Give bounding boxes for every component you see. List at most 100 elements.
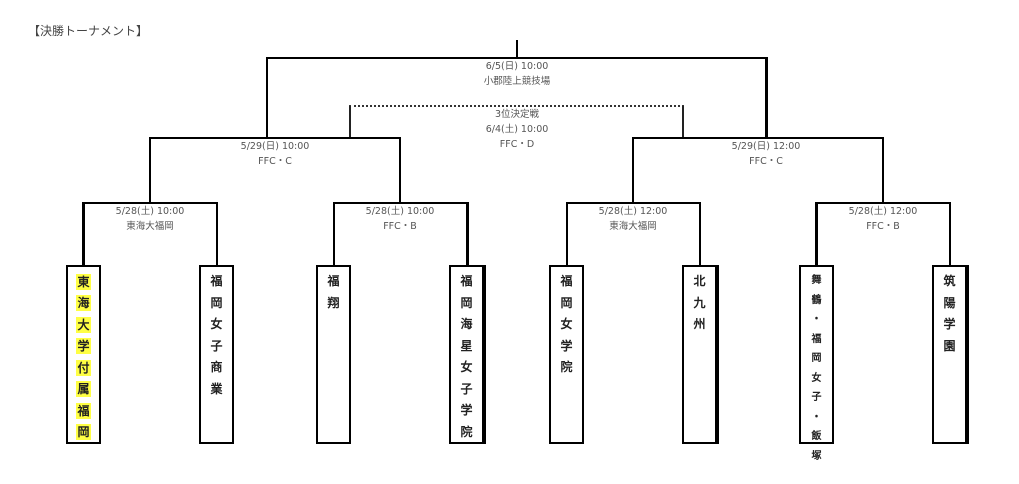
team-name-char: 商 bbox=[210, 360, 223, 374]
team-name-char: ・ bbox=[811, 411, 822, 423]
team-box: 舞鶴・福岡女子・飯塚 bbox=[799, 265, 834, 462]
third-place-venue: FFC・D bbox=[499, 139, 535, 150]
team-name-char: 女 bbox=[210, 317, 223, 331]
team-name-char: 業 bbox=[210, 381, 223, 396]
semifinal-1-info: 5/29(日) 10:00 FFC・C bbox=[241, 139, 310, 169]
team-name-char: 院 bbox=[560, 360, 573, 374]
final-stem-line bbox=[516, 40, 518, 58]
quarterfinal-2-horizontal-line bbox=[333, 202, 468, 204]
team-name-char: 女 bbox=[811, 372, 822, 384]
team-name-char: 子 bbox=[460, 381, 473, 396]
quarterfinal-4-venue: FFC・B bbox=[866, 221, 900, 232]
team-name-char: 福 bbox=[327, 274, 340, 288]
semifinal-1-right-vertical-line bbox=[399, 137, 401, 203]
team-box: 福翔 bbox=[316, 265, 351, 444]
quarterfinal-3-left-vertical-line bbox=[566, 202, 568, 266]
team-name: 福翔 bbox=[318, 267, 349, 314]
team-name-char: 塚 bbox=[811, 450, 822, 462]
semifinal-1-date: 5/29(日) 10:00 bbox=[240, 141, 310, 152]
team-name-char: 女 bbox=[460, 360, 473, 374]
quarterfinal-4-left-vertical-line bbox=[815, 202, 818, 266]
team-name-char: 陽 bbox=[943, 295, 956, 310]
team-name-char: 岡 bbox=[811, 353, 822, 364]
quarterfinal-3-info: 5/28(土) 12:00 東海大福岡 bbox=[599, 204, 668, 234]
team-name-char: 海 bbox=[76, 295, 91, 312]
quarterfinal-2-left-vertical-line bbox=[333, 202, 335, 266]
semifinal-1-horizontal-line bbox=[149, 137, 401, 139]
quarterfinal-4-right-vertical-line bbox=[949, 202, 951, 266]
team-name-char: 女 bbox=[560, 317, 573, 331]
quarterfinal-1-right-vertical-line bbox=[216, 202, 218, 266]
team-name: 筑陽学園 bbox=[934, 267, 965, 357]
team-box: 北九州 bbox=[682, 265, 719, 444]
team-name-char: 福 bbox=[76, 402, 91, 419]
team-name: 北九州 bbox=[684, 267, 715, 336]
team-name-char: 学 bbox=[460, 403, 473, 417]
final-date: 6/5(日) 10:00 bbox=[485, 61, 549, 72]
semifinal-2-date: 5/29(日) 12:00 bbox=[731, 141, 801, 152]
third-place-left-vertical-line bbox=[349, 106, 351, 138]
team-name-char: 福 bbox=[210, 274, 223, 288]
team-name: 東海大学付属福岡 bbox=[68, 267, 99, 443]
third-place-right-vertical-line bbox=[682, 106, 684, 138]
quarterfinal-1-info: 5/28(土) 10:00 東海大福岡 bbox=[116, 204, 185, 234]
team-name-char: 翔 bbox=[327, 295, 340, 310]
team-name-char: 九 bbox=[693, 295, 706, 310]
team-name-char: 子 bbox=[811, 392, 822, 403]
team-name-char: 飯 bbox=[811, 431, 822, 442]
quarterfinal-4-horizontal-line bbox=[816, 202, 951, 204]
quarterfinal-2-right-vertical-line bbox=[466, 202, 469, 266]
team-name-char: 学 bbox=[943, 317, 956, 331]
team-box: 福岡女学院 bbox=[549, 265, 584, 444]
team-name-char: 学 bbox=[76, 338, 91, 355]
final-info: 6/5(日) 10:00 小郡陸上競技場 bbox=[484, 59, 551, 89]
semifinal-2-info: 5/29(日) 12:00 FFC・C bbox=[732, 139, 801, 169]
team-box: 筑陽学園 bbox=[932, 265, 969, 444]
final-right-vertical-line bbox=[765, 57, 768, 138]
team-name: 舞鶴・福岡女子・飯塚 bbox=[801, 267, 832, 466]
team-name-char: 舞 bbox=[811, 275, 822, 286]
quarterfinal-2-info: 5/28(土) 10:00 FFC・B bbox=[366, 204, 435, 234]
semifinal-2-venue: FFC・C bbox=[749, 156, 783, 167]
semifinal-1-left-vertical-line bbox=[149, 137, 151, 203]
team-name-char: 東 bbox=[76, 273, 91, 290]
final-horizontal-line bbox=[266, 57, 768, 59]
team-name-char: 福 bbox=[811, 333, 822, 345]
page-title: 【決勝トーナメント】 bbox=[28, 24, 149, 38]
semifinal-2-right-vertical-line bbox=[882, 137, 884, 203]
quarterfinal-1-venue: 東海大福岡 bbox=[126, 221, 174, 232]
team-name-char: 学 bbox=[560, 338, 573, 353]
team-name-char: 北 bbox=[693, 274, 706, 288]
team-name-char: 付 bbox=[76, 359, 91, 376]
team-name: 福岡海星女子学院 bbox=[451, 267, 482, 443]
team-name-char: ・ bbox=[811, 314, 822, 325]
final-venue: 小郡陸上競技場 bbox=[483, 76, 551, 87]
semifinal-2-horizontal-line bbox=[632, 137, 884, 139]
team-name-char: 子 bbox=[210, 338, 223, 353]
team-box: 福岡女子商業 bbox=[199, 265, 234, 444]
third-place-label: 3位決定戦 bbox=[494, 109, 540, 120]
team-name-char: 岡 bbox=[460, 295, 473, 310]
team-name-char: 海 bbox=[460, 317, 473, 331]
team-name-char: 鶴 bbox=[811, 294, 822, 306]
team-name-char: 星 bbox=[460, 338, 473, 353]
quarterfinal-3-horizontal-line bbox=[566, 202, 701, 204]
team-name-char: 岡 bbox=[76, 424, 91, 441]
team-box: 東海大学付属福岡 bbox=[66, 265, 101, 444]
quarterfinal-1-horizontal-line bbox=[83, 202, 218, 204]
quarterfinal-3-venue: 東海大福岡 bbox=[609, 221, 657, 232]
team-name-char: 福 bbox=[560, 274, 573, 288]
semifinal-2-left-vertical-line bbox=[632, 137, 634, 203]
semifinal-1-venue: FFC・C bbox=[258, 156, 292, 167]
third-place-date: 6/4(土) 10:00 bbox=[485, 124, 549, 135]
team-name: 福岡女子商業 bbox=[201, 267, 232, 400]
team-name-char: 州 bbox=[693, 317, 706, 331]
quarterfinal-4-date: 5/28(土) 12:00 bbox=[848, 206, 918, 217]
team-name-char: 大 bbox=[76, 316, 91, 333]
quarterfinal-3-date: 5/28(土) 12:00 bbox=[598, 206, 668, 217]
quarterfinal-2-venue: FFC・B bbox=[383, 221, 417, 232]
team-name: 福岡女学院 bbox=[551, 267, 582, 379]
third-place-info: 3位決定戦 6/4(土) 10:00 FFC・D bbox=[486, 107, 549, 152]
final-left-vertical-line bbox=[266, 57, 268, 138]
team-name-char: 岡 bbox=[560, 295, 573, 310]
